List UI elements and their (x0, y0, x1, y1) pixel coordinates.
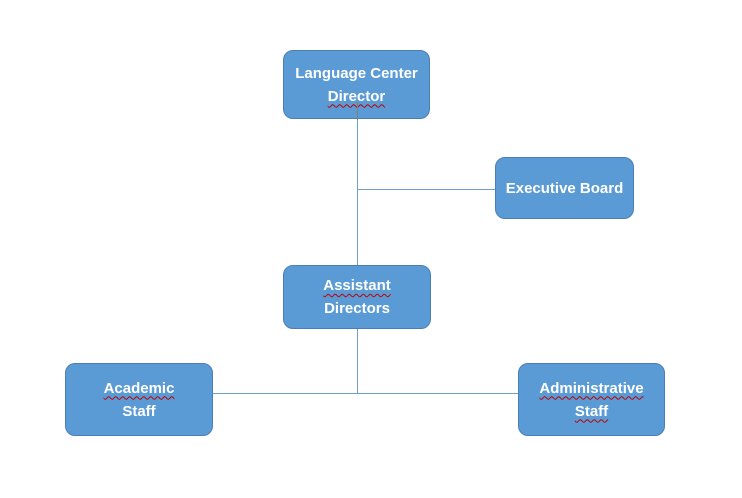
node-label-line-misspelled: Administrative (539, 379, 644, 397)
org-node-academic-staff[interactable]: Academic Staff (65, 363, 213, 436)
node-label-line-misspelled: Assistant (323, 277, 391, 294)
node-label-line-misspelled: Director (327, 87, 386, 105)
connector-branch-executive (357, 189, 495, 190)
org-node-executive-board[interactable]: Executive Board (495, 157, 634, 219)
node-label-line: Language Center (295, 64, 418, 82)
node-label-line-misspelled: Staff (574, 402, 609, 420)
node-label-line-misspelled: Academic (103, 379, 175, 397)
org-node-assistant-directors[interactable]: Assistant Directors (283, 265, 431, 329)
connector-staff-horizontal (213, 393, 518, 394)
connector-assistant-down (357, 329, 358, 393)
org-node-administrative-staff[interactable]: Administrative Staff (518, 363, 665, 436)
node-label-line: Executive Board (505, 179, 624, 197)
connector-director-assistant (357, 120, 358, 265)
node-label-line: Directors (324, 300, 390, 317)
connector-stub-director (357, 102, 358, 120)
node-label-line: Staff (122, 402, 156, 420)
org-node-language-center-director[interactable]: Language Center Director (283, 50, 430, 119)
